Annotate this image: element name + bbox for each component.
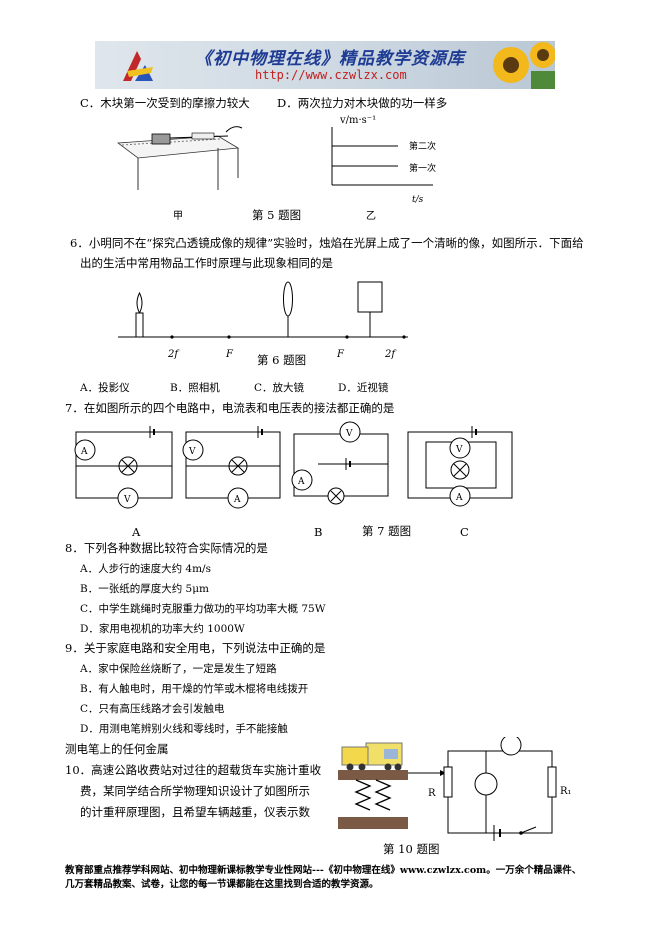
q5-y-axis-label: v/m·s⁻¹ [340, 115, 377, 126]
q6-option-b: B．照相机 [170, 382, 220, 394]
q9-continuation: 测电笔上的任何金属 [65, 742, 169, 756]
q10-line-3: 的计重秤原理图，且希望车辆越重，仪表示数 [80, 805, 310, 819]
q7-text: 7．在如图所示的四个电路中，电流表和电压表的接法都正确的是 [65, 401, 395, 415]
q5-vt-graph [331, 127, 433, 186]
q6-label-2f-left: 2f [168, 349, 179, 360]
resistor-r1 [547, 766, 557, 798]
q7-circuits: A V V A V A V A [74, 421, 513, 509]
q9-option-a: A．家中保险丝烧断了，一定是发生了短路 [80, 663, 277, 675]
site-logo-icon [123, 51, 153, 81]
q6-label-f-right: F [337, 349, 344, 360]
q8-option-b: B．一张纸的厚度大约 5μm [80, 583, 210, 595]
q7-circuit-c: V A [407, 426, 513, 507]
banner-title: 《初中物理在线》精品教学资源库 [195, 49, 465, 69]
q8-text: 8．下列各种数据比较符合实际情况的是 [65, 541, 268, 555]
svg-text:V: V [345, 429, 353, 439]
meter-middle-icon [474, 772, 498, 796]
q9-option-c: C．只有高压线路才会引发触电 [80, 703, 225, 715]
wood-block [151, 133, 171, 145]
resistor-r [443, 766, 453, 798]
q5-line-upper-label: 第二次 [409, 142, 437, 152]
q5-line-lower-label: 第一次 [409, 164, 437, 174]
scale-platform [338, 770, 408, 780]
q9-option-d: D．用测电笔辨别火线和零线时，手不能接触 [80, 723, 288, 735]
q6-label-2f-right: 2f [385, 349, 396, 360]
q6-text-1: 6．小明同不在“探究凸透镜成像的规律”实验时，烛焰在光屏上成了一个清晰的像，如图… [70, 236, 584, 250]
q9-option-b: B．有人触电时，用干燥的竹竿或木棍将电线拨开 [80, 683, 309, 695]
q10-line-1: 10．高速公路收费站对过往的超载货车实施计重收 [65, 763, 322, 777]
q5-fig-caption: 第 5 题图 [252, 208, 302, 222]
spring-scale [191, 132, 215, 140]
q7-label-a: A [132, 525, 141, 539]
screen-icon [357, 281, 383, 313]
q10-label-r1: R₁ [560, 786, 572, 797]
q6-option-a: A．投影仪 [80, 382, 130, 394]
meter-top-icon [500, 737, 522, 756]
svg-text:A: A [80, 447, 88, 457]
q10-caption: 第 10 题图 [383, 842, 440, 856]
q5-option-c: C．木块第一次受到的摩擦力较大 [80, 96, 250, 110]
svg-text:A: A [455, 493, 463, 503]
q5-fig-left [116, 126, 243, 190]
q8-option-c: C．中学生跳绳时克服重力做功的平均功率大概 75W [80, 603, 326, 615]
sunflower-icon [493, 42, 555, 89]
q8-option-a: A．人步行的速度大约 4m/s [80, 563, 211, 575]
q9-text: 9．关于家庭电路和安全用电，下列说法中正确的是 [65, 641, 326, 655]
q6-label-f-left: F [226, 349, 233, 360]
truck-icon [341, 742, 403, 771]
q6-caption: 第 6 题图 [257, 353, 307, 367]
q6-option-d: D．近视镜 [338, 382, 389, 394]
q5-option-d: D．两次拉力对木块做的功一样多 [277, 96, 448, 110]
q7-caption: 第 7 题图 [362, 524, 412, 538]
svg-text:A: A [233, 495, 241, 505]
q7-label-b: B [314, 525, 323, 539]
q10-scale-figure [338, 737, 557, 841]
svg-text:V: V [123, 495, 131, 505]
q7-circuit-b: V A [291, 421, 389, 505]
q7-label-c: C [460, 525, 469, 539]
q6-text-2: 出的生活中常用物品工作时原理与此现象相同的是 [80, 256, 333, 270]
q7-circuit-a2: V A [182, 426, 281, 509]
spring-right-icon [374, 779, 392, 811]
flame-icon [136, 291, 143, 314]
svg-text:V: V [188, 447, 196, 457]
q5-x-axis-label: t/s [412, 195, 424, 205]
q7-circuit-a: A V [74, 426, 173, 509]
q5-fig-right-label: 乙 [366, 211, 376, 222]
q10-line-2: 费，某同学结合所学物理知识设计了如图所示 [80, 784, 310, 798]
q8-option-d: D．家用电视机的功率大约 1000W [80, 623, 245, 635]
q5-fig-left-label: 甲 [173, 211, 183, 222]
q6-option-c: C．放大镜 [254, 382, 305, 394]
footer-line-2: 几万套精品教案、试卷，让您的每一节课都能在这里找到合适的教学资源。 [65, 879, 379, 890]
svg-text:A: A [297, 477, 305, 487]
q6-optics-figure [118, 281, 408, 339]
lens-icon [283, 281, 293, 317]
scale-base [338, 817, 408, 829]
spring-left-icon [354, 779, 372, 811]
q10-label-r: R [428, 788, 436, 799]
candle-icon [135, 312, 144, 338]
banner-url[interactable]: http://www.czwlzx.com [255, 68, 407, 82]
footer-line-1: 教育部重点推荐学科网站、初中物理新课标教学专业性网站---《初中物理在线》www… [65, 865, 582, 876]
svg-text:V: V [455, 445, 463, 455]
header-banner: 《初中物理在线》精品教学资源库 http://www.czwlzx.com [95, 41, 555, 89]
